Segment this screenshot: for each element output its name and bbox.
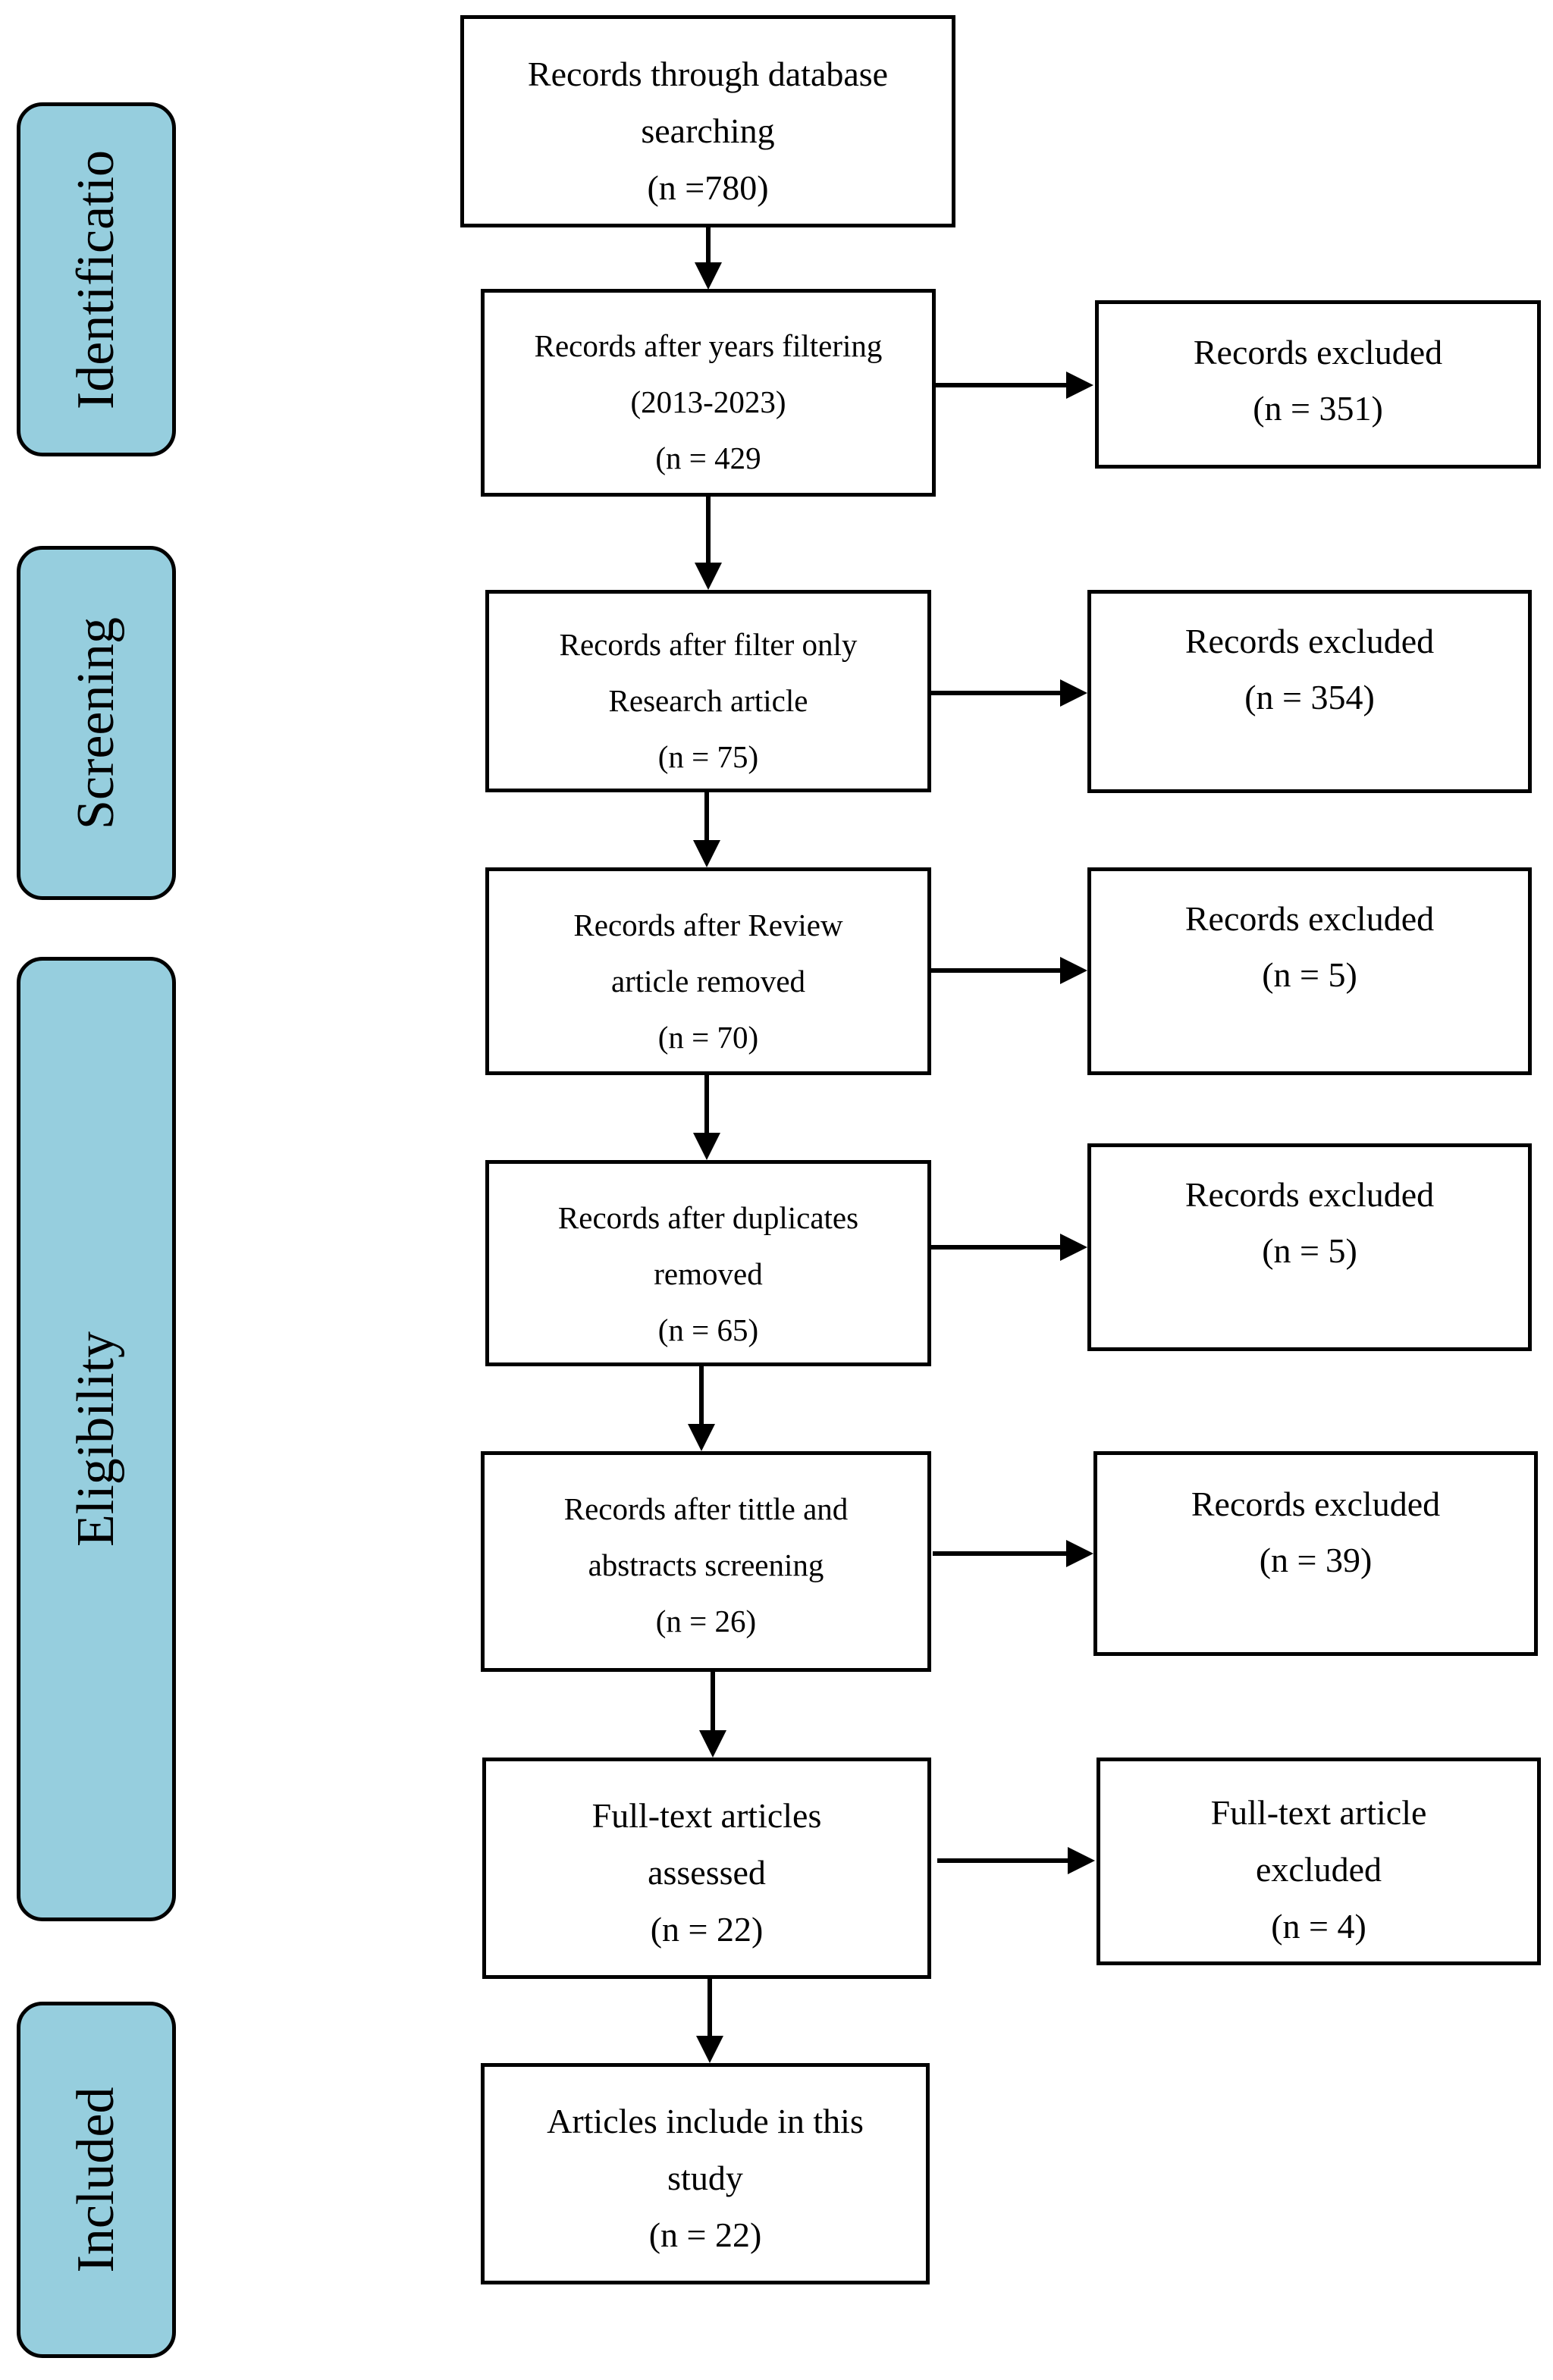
excluded-years-count: (n = 351)	[1253, 389, 1383, 428]
excluded-research-line1: Records excluded	[1184, 622, 1435, 660]
years-filter-box: Records after years filtering (2013-2023…	[481, 289, 936, 497]
excluded-duplicates-box: Records excluded (n = 5)	[1087, 1143, 1532, 1351]
database-search-count: (n =780)	[647, 168, 769, 207]
included-study-line2: study	[667, 2159, 743, 2197]
years-filter-line1: Records after years filtering	[534, 328, 883, 363]
excluded-years-line1: Records excluded	[1193, 333, 1443, 372]
title-abstract-line1: Records after tittle and	[563, 1491, 849, 1526]
duplicates-removed-count: (n = 65)	[657, 1312, 759, 1347]
excluded-title-abstract-count: (n = 39)	[1259, 1541, 1373, 1579]
duplicates-removed-box: Records after duplicates removed (n = 65…	[485, 1160, 931, 1366]
database-search-line1: Records through database	[527, 55, 889, 93]
research-article-line2: Research article	[608, 683, 808, 718]
title-abstract-box: Records after tittle and abstracts scree…	[481, 1451, 931, 1672]
included-study-box: Articles include in this study (n = 22)	[481, 2063, 930, 2284]
excluded-fulltext-count: (n = 4)	[1271, 1907, 1366, 1946]
review-removed-box: Records after Review article removed (n …	[485, 867, 931, 1075]
title-abstract-line2: abstracts screening	[588, 1547, 824, 1582]
fulltext-assessed-line1: Full-text articles	[591, 1796, 822, 1835]
excluded-research-count: (n = 354)	[1244, 678, 1375, 717]
included-study-count: (n = 22)	[648, 2215, 762, 2254]
review-removed-line1: Records after Review	[573, 908, 843, 942]
excluded-fulltext-line1: Full-text article	[1210, 1793, 1427, 1832]
stage-eligibility: Eligibility	[17, 957, 176, 1921]
database-search-box: Records through database searching (n =7…	[460, 15, 955, 227]
excluded-duplicates-count: (n = 5)	[1262, 1231, 1357, 1270]
excluded-review-box: Records excluded (n = 5)	[1087, 867, 1532, 1075]
stage-included: Included	[17, 2002, 176, 2358]
title-abstract-count: (n = 26)	[655, 1604, 757, 1638]
excluded-fulltext-box: Full-text article excluded (n = 4)	[1097, 1758, 1541, 1965]
excluded-fulltext-line2: excluded	[1255, 1850, 1382, 1889]
stage-identification: Identificatio	[17, 102, 176, 456]
review-removed-count: (n = 70)	[657, 1020, 759, 1055]
duplicates-removed-line2: removed	[654, 1256, 763, 1291]
review-removed-line2: article removed	[610, 964, 806, 999]
excluded-duplicates-line1: Records excluded	[1184, 1175, 1435, 1214]
fulltext-assessed-line2: assessed	[648, 1853, 766, 1892]
research-article-line1: Records after filter only	[559, 627, 858, 662]
research-article-box: Records after filter only Research artic…	[485, 590, 931, 792]
years-filter-line2: (2013-2023)	[630, 384, 786, 419]
database-search-line2: searching	[641, 111, 775, 150]
duplicates-removed-line1: Records after duplicates	[557, 1200, 859, 1235]
stage-screening: Screening	[17, 546, 176, 900]
excluded-review-line1: Records excluded	[1184, 899, 1435, 938]
fulltext-assessed-count: (n = 22)	[650, 1910, 764, 1949]
fulltext-assessed-box: Full-text articles assessed (n = 22)	[482, 1758, 931, 1979]
research-article-count: (n = 75)	[657, 739, 759, 774]
excluded-review-count: (n = 5)	[1262, 955, 1357, 994]
excluded-years-box: Records excluded (n = 351)	[1095, 300, 1541, 469]
excluded-research-box: Records excluded (n = 354)	[1087, 590, 1532, 793]
included-study-line1: Articles include in this	[547, 2102, 864, 2140]
excluded-title-abstract-box: Records excluded (n = 39)	[1093, 1451, 1538, 1656]
excluded-title-abstract-line1: Records excluded	[1191, 1485, 1441, 1523]
years-filter-count: (n = 429	[655, 441, 761, 475]
